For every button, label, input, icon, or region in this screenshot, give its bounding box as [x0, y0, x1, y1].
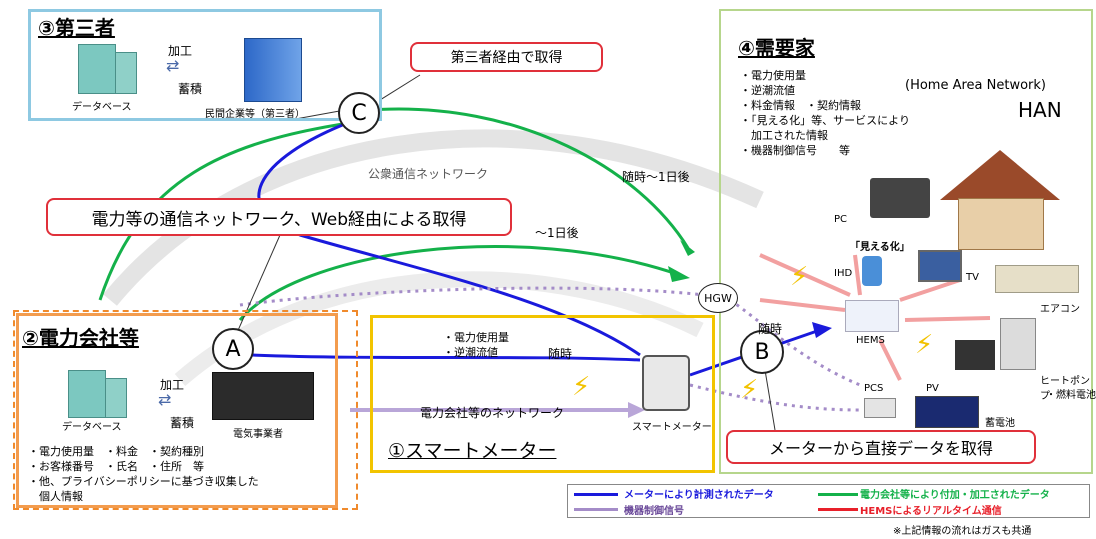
database-icon [68, 370, 106, 418]
lightning-icon: ⚡ [915, 330, 934, 360]
hgw-node: HGW [698, 283, 738, 313]
database-icon [115, 52, 137, 94]
one-day-label: ～1日後 [535, 226, 579, 240]
utility-database-label: データベース [62, 422, 122, 433]
consumer-box [719, 9, 1093, 474]
third-party-title: ③第三者 [38, 16, 115, 40]
swap-arrows-icon: ⇄ [158, 390, 172, 409]
legend-purple-swatch [574, 508, 618, 511]
legend-red-swatch [818, 508, 858, 511]
han-english-label: (Home Area Network) [905, 78, 1046, 93]
smart-meter-icon [642, 355, 690, 411]
aircon-label: エアコン [1040, 304, 1080, 315]
smart-meter-title: ①スマートメーター [388, 440, 557, 462]
legend-purple-label: 機器制御信号 [624, 506, 684, 517]
third-party-company-label: 民間企業等（第三者） [205, 109, 305, 120]
third-party-process-label: 加工 [168, 44, 193, 58]
hems-label: HEMS [856, 335, 885, 346]
callout-direct-meter: メーターから直接データを取得 [726, 430, 1036, 464]
utility-title: ②電力会社等 [22, 326, 139, 350]
lightning-icon: ⚡ [572, 372, 591, 402]
building-icon [244, 38, 302, 102]
legend-blue-label: メーターにより計測されたデータ [624, 490, 774, 501]
third-party-storage-label: 蓄積 [178, 82, 203, 96]
database-icon [78, 44, 116, 94]
ihd-icon [862, 256, 882, 286]
legend-green-swatch [818, 493, 858, 496]
smart-meter-anytime-label: 随時 [548, 347, 573, 361]
pcs-icon [864, 398, 896, 418]
smart-meter-info-list: ・電力使用量・逆潮流値 [443, 331, 509, 359]
route-a-node: A [212, 328, 254, 370]
route-b-anytime-label: 随時 [758, 322, 783, 336]
red-arrows [759, 253, 991, 381]
smart-meter-label: スマートメーター [632, 422, 712, 433]
blue-line [257, 118, 641, 357]
tv-icon [918, 250, 962, 282]
pc-icon [870, 178, 930, 218]
heat-pump-label: ヒートポンプ [1040, 376, 1090, 402]
pv-label: PV [926, 383, 939, 394]
fuel-cell-icon [1000, 318, 1036, 370]
utility-storage-label: 蓄積 [170, 416, 195, 430]
purple-dotted [239, 286, 721, 307]
tv-label: TV [966, 272, 979, 283]
legend-green-label: 電力会社等により付加・加工されたデータ [860, 490, 1050, 501]
third-party-database-label: データベース [72, 102, 132, 113]
legend: メーターにより計測されたデータ 電力会社等により付加・加工されたデータ 機器制御… [567, 484, 1090, 518]
consumer-title: ④需要家 [738, 36, 815, 60]
smart-meter-box [370, 315, 715, 473]
utility-network-label: 電力会社等のネットワーク [420, 406, 565, 420]
pcs-label: PCS [864, 383, 884, 394]
lightning-icon: ⚡ [790, 262, 809, 292]
green-line [98, 118, 371, 301]
public-network-label: 公衆通信ネットワーク [368, 167, 489, 181]
utility-box [16, 313, 338, 508]
heat-pump-icon [955, 340, 995, 370]
legend-blue-swatch [574, 493, 618, 496]
utility-process-label: 加工 [160, 378, 185, 392]
footnote: ※上記情報の流れはガスも共通 [893, 526, 1032, 537]
visualization-label: 「見える化」 [850, 242, 910, 253]
hems-device-icon [845, 300, 899, 332]
utility-info-list: ・電力使用量 ・料金 ・契約種別・お客様番号 ・氏名 ・住所 等 ・他、プライバ… [28, 445, 259, 503]
house-roof-icon [940, 150, 1060, 200]
route-b-node: B [740, 330, 784, 374]
callout-via-network: 電力等の通信ネットワーク、Web経由による取得 [46, 198, 512, 236]
anytime-to-1day-label: 随時～1日後 [622, 170, 690, 184]
utility-outer-dashed-box [13, 310, 358, 510]
third-party-box [28, 9, 382, 121]
fuel-cell-label: ・燃料電池 [1046, 390, 1096, 401]
ihd-label: IHD [834, 268, 853, 279]
swap-arrows-icon: ⇄ [166, 56, 180, 75]
blue-line [251, 353, 641, 362]
han-label: HAN [1018, 98, 1062, 122]
battery-label: 蓄電池 [985, 418, 1015, 429]
lightning-icon: ⚡ [740, 375, 759, 405]
pc-label: PC [834, 214, 848, 225]
route-c-node: C [338, 92, 380, 134]
database-icon [105, 378, 127, 418]
green-line [369, 107, 690, 249]
consumer-info-list: ・電力使用量・逆潮流値・料金情報 ・契約情報 ・「見える化」等、サービスにより … [740, 69, 910, 157]
pv-panel-icon [915, 396, 979, 428]
house-icon [958, 198, 1044, 250]
green-line [238, 245, 681, 321]
power-company-building-icon [212, 372, 314, 420]
legend-red-label: HEMSによるリアルタイム通信 [860, 506, 1002, 517]
callout-via-third-party: 第三者経由で取得 [410, 42, 603, 72]
utility-operator-label: 電気事業者 [233, 429, 283, 440]
aircon-icon [995, 265, 1079, 293]
